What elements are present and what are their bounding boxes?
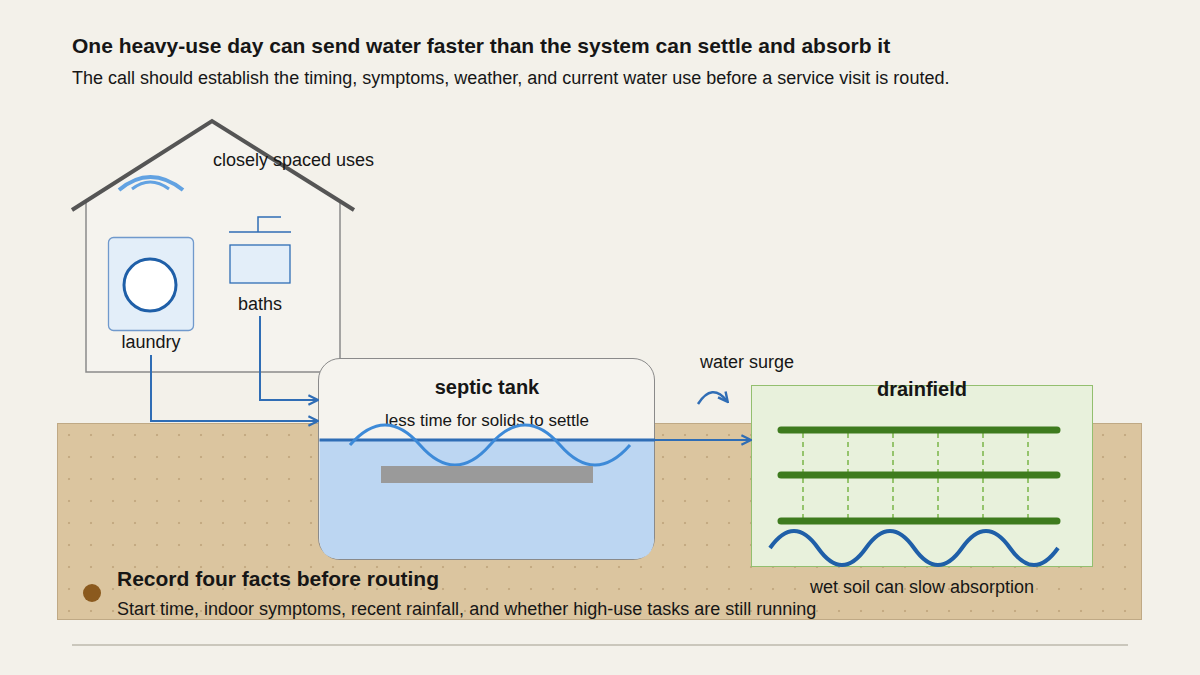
drainfield-note: wet soil can slow absorption: [672, 576, 1172, 598]
appliance-label: laundry: [0, 331, 401, 353]
footer-rule: [72, 644, 1128, 646]
fixture-label: baths: [10, 293, 510, 315]
diagram-subtitle: The call should establish the timing, sy…: [72, 67, 949, 89]
diagram-title: One heavy-use day can send water faster …: [72, 33, 890, 58]
drainfield-title: drainfield: [672, 377, 1172, 401]
tank-title: septic tank: [237, 375, 737, 399]
drainfield-area: drainfieldwet soil can slow absorption: [751, 385, 1093, 567]
septic-tank: septic tankless time for solids to settl…: [318, 358, 655, 560]
note-body: Start time, indoor symptoms, recent rain…: [117, 598, 816, 620]
surge-arrow: [698, 392, 727, 404]
bath-fixture: baths: [226, 214, 294, 316]
house-outline: closely spaced useslaundrybaths: [70, 117, 358, 374]
tank-note: less time for solids to settle: [237, 411, 737, 431]
house-label: closely spaced uses: [213, 149, 374, 171]
note-heading: Record four facts before routing: [117, 566, 439, 591]
laundry-appliance: laundry: [108, 237, 194, 355]
edge-label: water surge: [700, 351, 794, 373]
